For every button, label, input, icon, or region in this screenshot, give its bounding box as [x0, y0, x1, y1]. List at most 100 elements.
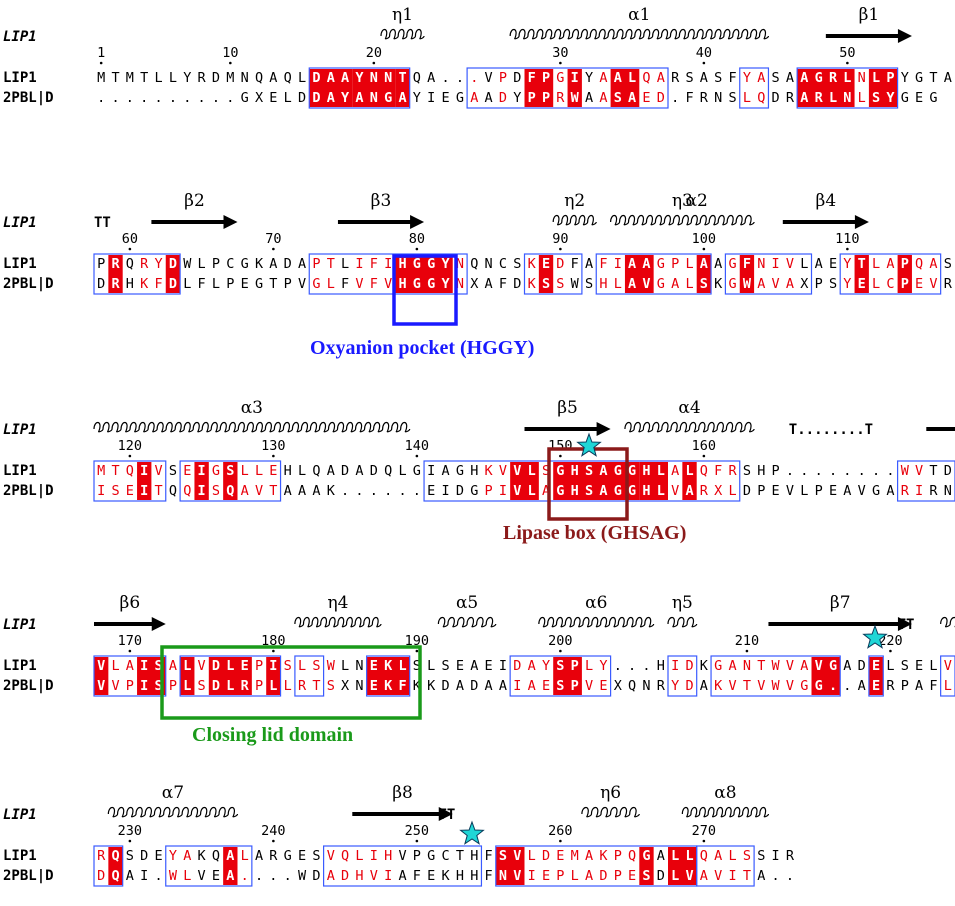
sequence-name: LIP1 — [3, 70, 37, 86]
helix-glyph — [107, 806, 239, 818]
helix-label: η6 — [600, 783, 621, 803]
sequence-name: LIP1 — [3, 848, 37, 864]
tick-dot — [272, 247, 275, 251]
residue-number: 230 — [118, 823, 142, 839]
helix-label: α3 — [241, 398, 263, 418]
similarity-box — [710, 655, 841, 697]
residue-number: 110 — [835, 231, 859, 247]
residue-number: 240 — [261, 823, 285, 839]
helix-label: η3 — [672, 191, 693, 211]
helix-label: α6 — [585, 593, 607, 613]
identical-block — [510, 462, 539, 500]
residue-number: 260 — [548, 823, 572, 839]
residue-number: 250 — [405, 823, 429, 839]
similarity-box — [323, 845, 483, 887]
helix-glyph — [93, 421, 411, 433]
turn-label: TT — [438, 807, 455, 823]
strand-label: β1 — [859, 5, 880, 25]
tick-dot — [559, 454, 562, 458]
helix-label: α7 — [162, 783, 184, 803]
similarity-box — [495, 845, 698, 887]
identical-block — [567, 69, 582, 107]
sequence-name: LIP1 — [3, 256, 37, 272]
residue-number: 220 — [878, 633, 902, 649]
identical-block — [897, 255, 912, 293]
turn-label: TT — [94, 215, 111, 231]
identical-block — [94, 657, 109, 695]
residue-number: 60 — [122, 231, 138, 247]
sequence-name: 2PBL|D — [3, 483, 54, 499]
tick-dot — [229, 61, 232, 65]
similarity-box — [667, 655, 698, 697]
identical-block — [696, 255, 712, 293]
identical-block — [495, 847, 525, 885]
identical-block — [811, 657, 841, 695]
residue-number: 90 — [552, 231, 568, 247]
tick-dot — [415, 454, 419, 458]
tick-dot — [559, 61, 562, 65]
helix-label: α4 — [678, 398, 700, 418]
identical-block — [624, 255, 654, 293]
similarity-box — [466, 67, 669, 109]
similarity-box — [423, 460, 741, 502]
identical-block — [223, 847, 238, 885]
identical-block — [639, 462, 668, 500]
helix-label: α5 — [456, 593, 478, 613]
helix-glyph — [552, 214, 597, 226]
tick-dot — [415, 247, 419, 251]
identical-block — [868, 657, 884, 695]
tick-dot — [559, 247, 562, 251]
tick-dot — [846, 61, 849, 65]
identical-block — [524, 69, 554, 107]
closing-lid-label: Closing lid domain — [192, 724, 354, 746]
residue-number: 180 — [261, 633, 285, 649]
tick-dot — [128, 247, 132, 251]
residue-number: 10 — [222, 45, 238, 61]
identical-block — [610, 69, 640, 107]
helix-glyph — [437, 616, 497, 628]
strand-arrow-head — [596, 422, 611, 436]
similarity-box — [179, 460, 282, 502]
helix-label: η1 — [392, 5, 413, 25]
identical-block — [309, 69, 353, 107]
lipase-box-label: Lipase box (GHSAG) — [503, 522, 687, 544]
identical-block — [180, 657, 195, 695]
identical-block — [352, 69, 396, 107]
similarity-box — [165, 845, 253, 887]
strand-arrow-head — [854, 215, 869, 229]
tick-dot — [415, 839, 419, 843]
helix-glyph — [667, 616, 698, 628]
identical-block — [797, 69, 855, 107]
identical-block — [395, 69, 410, 107]
query-label: LIP1 — [3, 807, 37, 823]
strand-arrow-head — [438, 807, 453, 821]
tick-dot — [846, 247, 849, 251]
tick-dot — [702, 247, 706, 251]
strand-label: β8 — [392, 783, 413, 803]
strand-arrow-head — [223, 215, 238, 229]
residue-number: 150 — [548, 438, 572, 454]
similarity-box — [93, 460, 167, 502]
similarity-box — [93, 655, 167, 697]
sequence-name: 2PBL|D — [3, 678, 54, 694]
residue-number: 140 — [405, 438, 429, 454]
identical-block — [137, 462, 152, 500]
residue-number: 80 — [409, 231, 425, 247]
residue-number: 200 — [548, 633, 572, 649]
similarity-box — [523, 253, 583, 295]
identical-block — [538, 255, 554, 293]
tick-dot — [702, 61, 706, 65]
identical-block — [194, 462, 209, 500]
similarity-box — [796, 67, 899, 109]
similarity-box — [294, 655, 325, 697]
similarity-box — [868, 655, 884, 697]
query-label: LIP1 — [3, 422, 37, 438]
sequence-name: 2PBL|D — [3, 868, 54, 884]
query-label: LIP1 — [3, 617, 37, 633]
